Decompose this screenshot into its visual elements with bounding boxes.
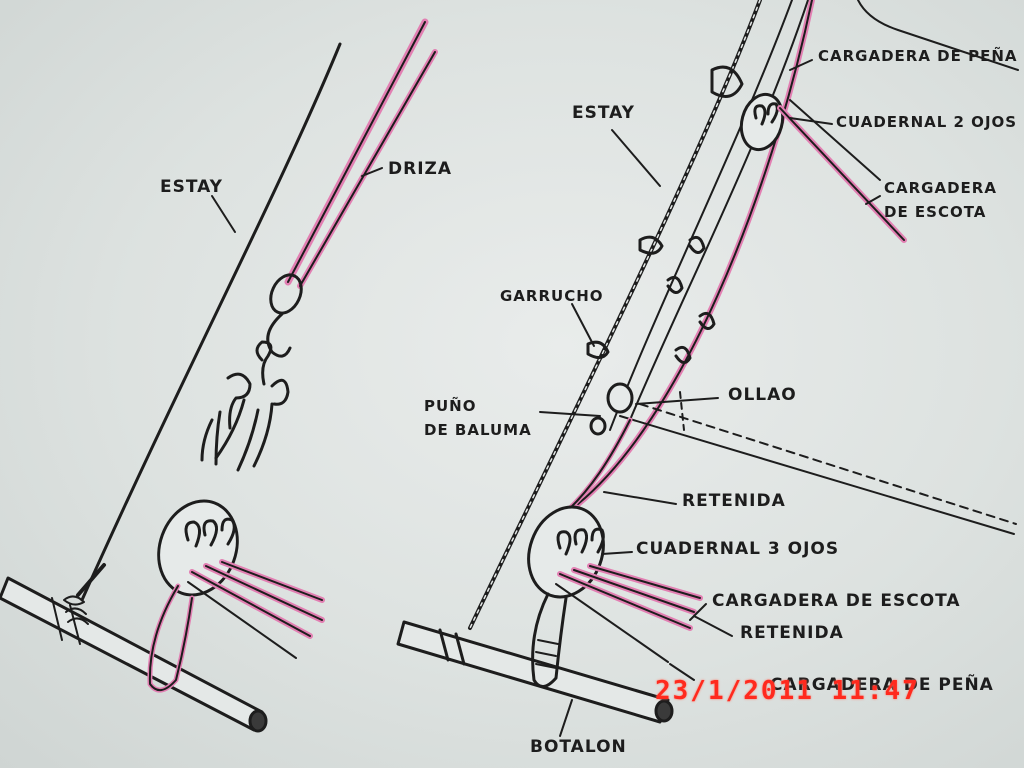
label-cuadernal-2-ojos: CUADERNAL 2 OJOS <box>836 113 1018 131</box>
label-cargadera-de-pena-top: CARGADERA DE PEÑA <box>818 47 1018 65</box>
right-upper-sheet-line <box>777 99 907 243</box>
label-ollao: OLLAO <box>728 385 797 405</box>
label-cargadera-de-escota-bottom: CARGADERA DE ESCOTA <box>712 591 961 611</box>
left-halyard-block <box>200 273 303 472</box>
right-downhaul <box>575 0 815 507</box>
left-label-estay: ESTAY <box>160 177 223 197</box>
right-clew <box>589 382 634 436</box>
right-two-eye-block <box>710 65 785 152</box>
right-stay-line <box>468 0 762 630</box>
left-stay-lashing <box>63 595 89 625</box>
right-block-falls <box>555 563 703 663</box>
label-estay-right: ESTAY <box>572 103 635 123</box>
label-garrucho: GARRUCHO <box>500 287 604 305</box>
label-cuadernal-3-ojos: CUADERNAL 3 OJOS <box>636 539 840 559</box>
right-peak-line <box>857 0 1019 71</box>
left-boom <box>0 576 268 733</box>
label-puno-line2: DE BALUMA <box>424 421 532 439</box>
label-cargadera-de-pena-bottom: CARGADERA DE PEÑA <box>770 675 994 695</box>
label-botalon: BOTALON <box>530 737 627 757</box>
right-hanks <box>586 235 716 364</box>
left-block-strop <box>147 583 195 693</box>
right-sail <box>619 391 1017 535</box>
right-sail-luff <box>609 0 809 431</box>
label-cargadera-de-escota-top-line2: DE ESCOTA <box>884 203 987 221</box>
label-cargadera-de-escota-top-line1: CARGADERA <box>884 179 997 197</box>
label-retenida-lower: RETENIDA <box>740 623 844 643</box>
label-puno-line1: PUÑO <box>424 397 477 415</box>
left-halyard <box>284 18 438 289</box>
right-retenida-line <box>563 417 633 515</box>
left-block-falls <box>187 559 325 659</box>
left-label-driza: DRIZA <box>388 159 453 179</box>
label-retenida-upper: RETENIDA <box>682 491 786 511</box>
left-stay-line <box>80 42 342 602</box>
right-block-strop <box>531 592 568 688</box>
date-time-stamp: 23/1/2011 11:47 <box>655 676 920 706</box>
right-leader-lines <box>539 59 881 737</box>
